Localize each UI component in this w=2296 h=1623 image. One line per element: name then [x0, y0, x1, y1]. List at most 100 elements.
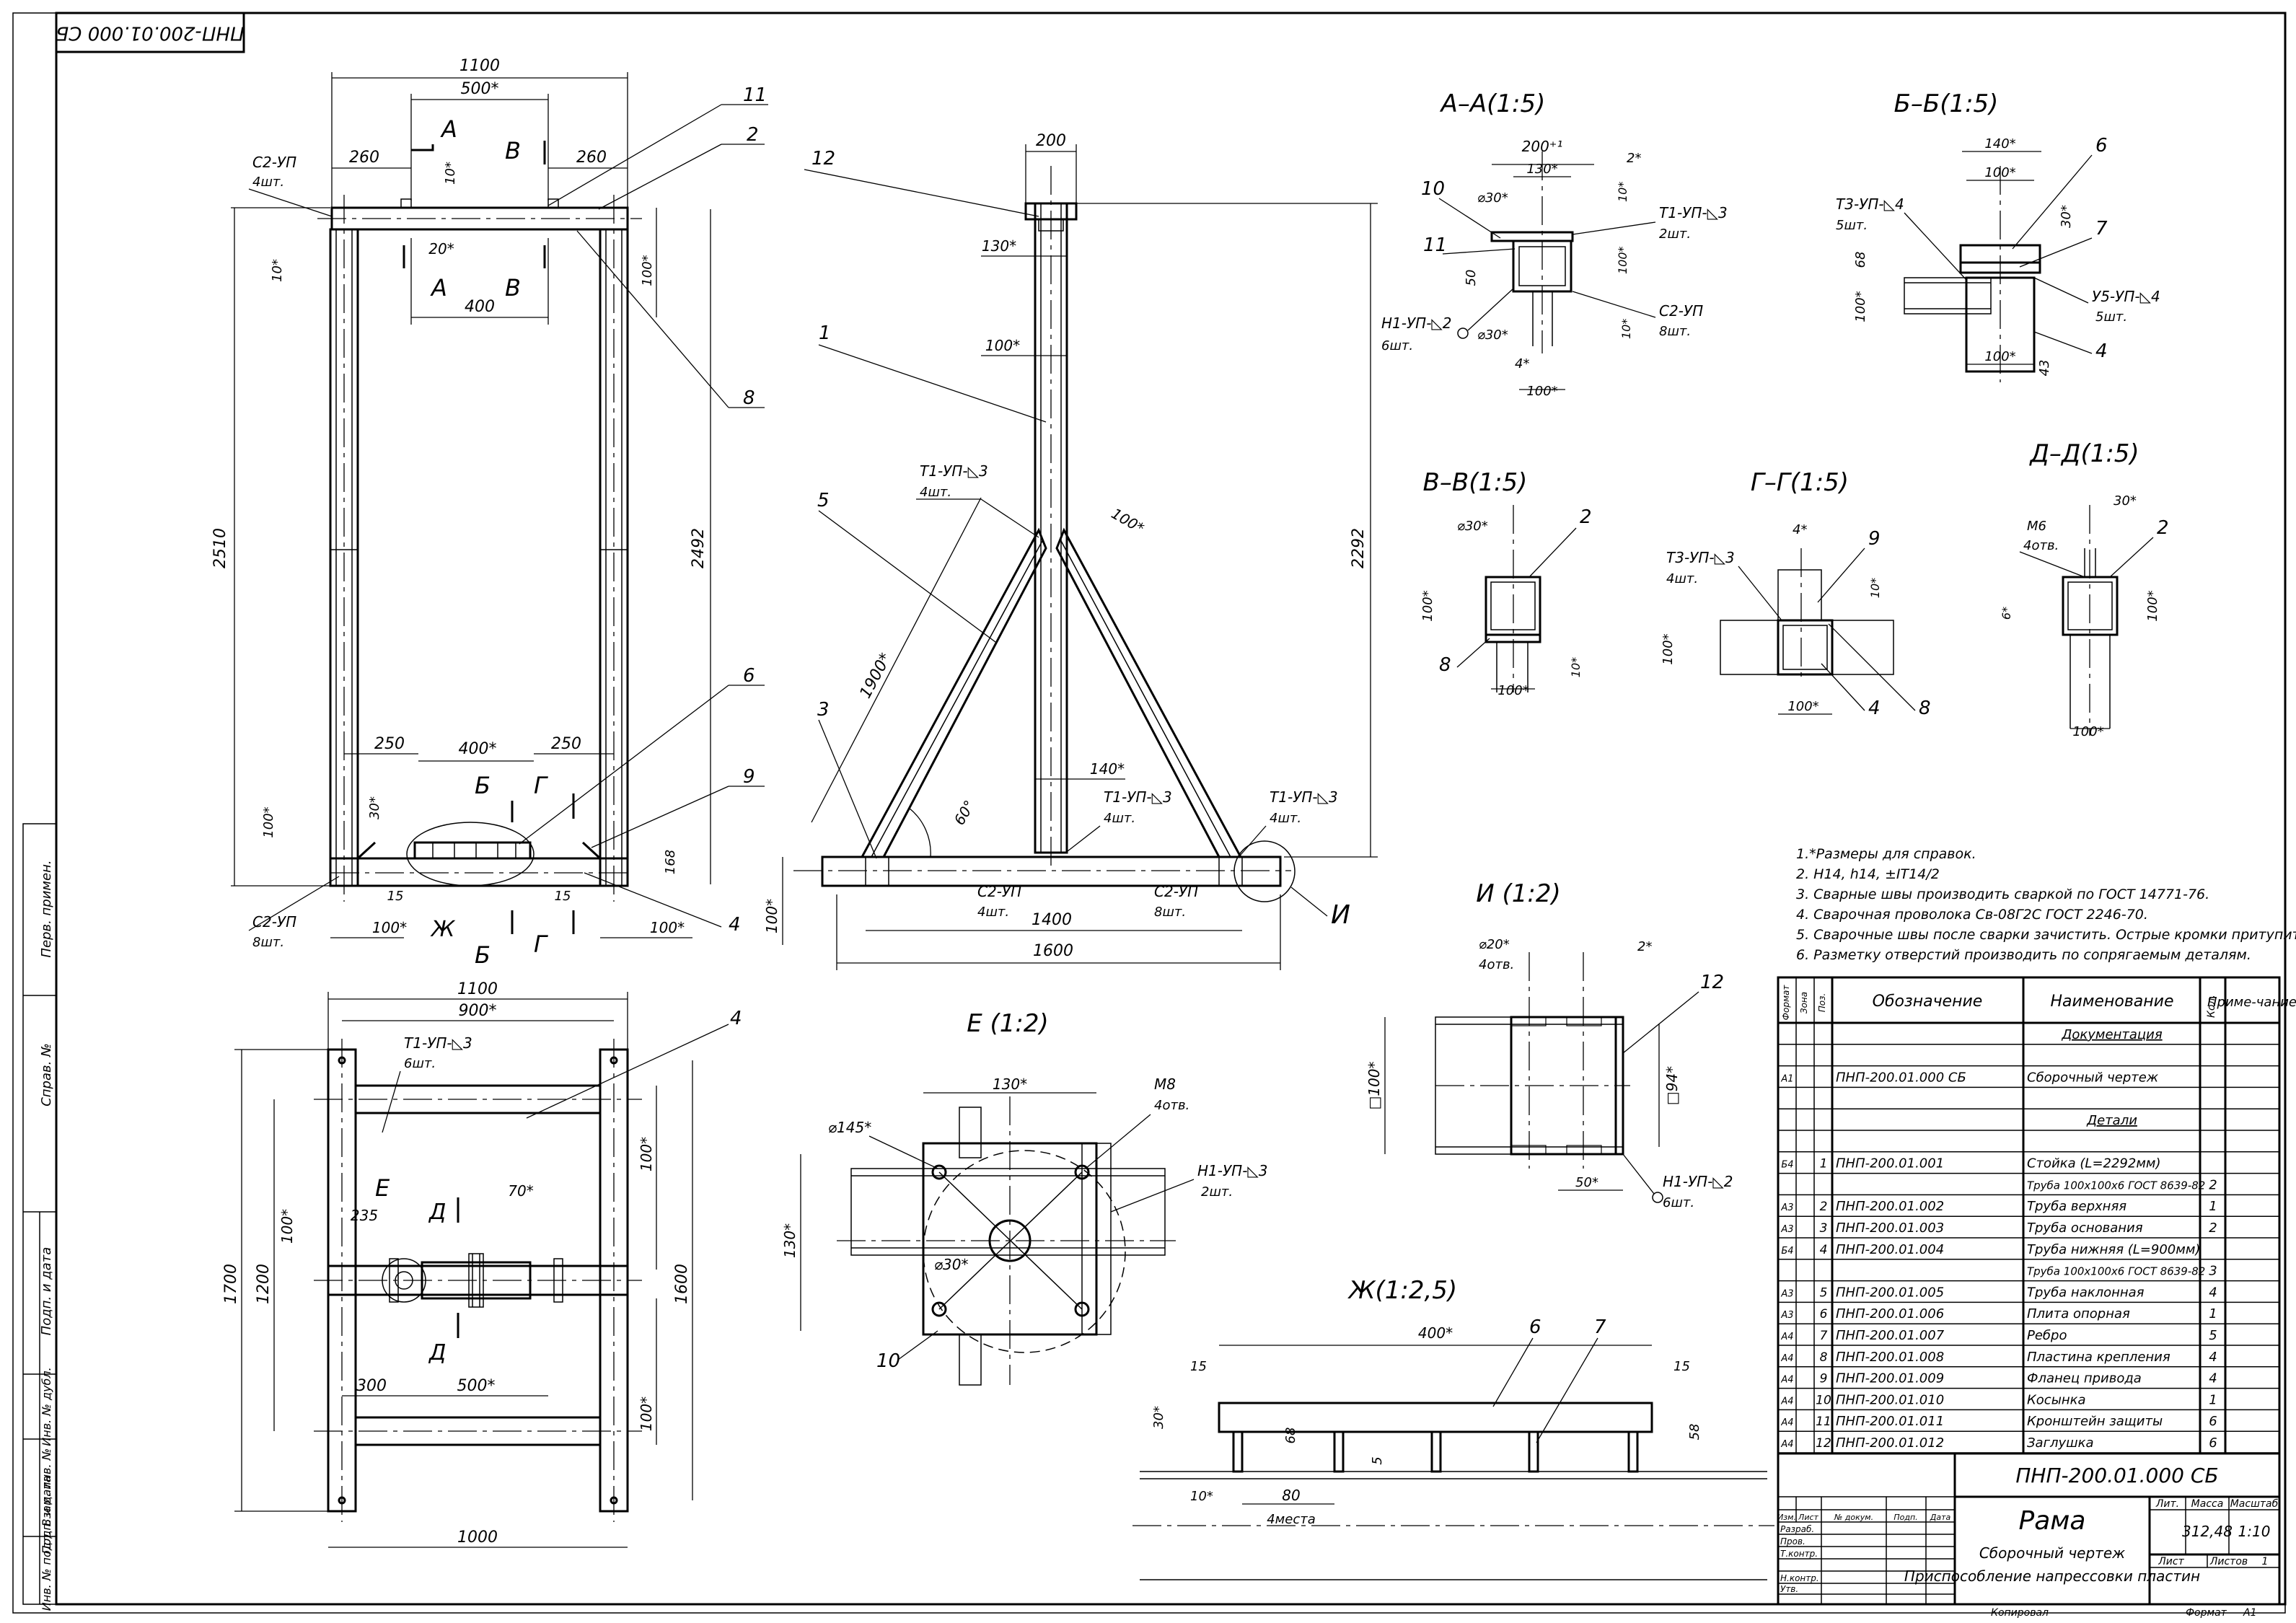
bb-dim-68: 68 [1853, 252, 1868, 268]
spec-cell-d: ПНП-200.01.000 СБ [1836, 1070, 1966, 1085]
i-dim-94: □94* [1663, 1066, 1681, 1105]
zh-dim-5: 5 [1370, 1456, 1385, 1464]
plan-dim-500: 500* [457, 1377, 496, 1395]
bb-dim-100b: 100* [1984, 349, 2015, 364]
side-view: 200 130* 100* 100* 1900* 60° 140* 2292 1… [763, 132, 1378, 970]
zh-dim-80: 80 [1282, 1487, 1300, 1504]
aa-dim-200: 200⁺¹ [1522, 138, 1563, 155]
side-dim-130: 130* [982, 237, 1016, 255]
front-callout-6: 6 [743, 665, 755, 687]
spec-cell-q: 1 [2209, 1306, 2217, 1321]
side-dim-2292: 2292 [1350, 528, 1368, 568]
side-weld-5q: 8шт. [1154, 905, 1186, 920]
spec-cell-n: Труба наклонная [2027, 1285, 2145, 1300]
spec-cell-f: А3 [1780, 1310, 1793, 1321]
tb-utv: Утв. [1780, 1584, 1798, 1594]
front-dim-500: 500* [461, 80, 499, 98]
side-strip: Перв. примен. Справ. № Подп. и дата Инв.… [22, 823, 57, 1611]
spec-cell-f: Б4 [1781, 1160, 1793, 1171]
plan-callout-E: Е [375, 1174, 390, 1202]
zh-dim-30: 30* [1151, 1406, 1166, 1429]
spec-cell-q: 4 [2209, 1285, 2217, 1300]
rotated-stamp-box [55, 12, 245, 53]
plan-dim-900: 900* [459, 1002, 497, 1020]
i-dim-100: □100* [1365, 1061, 1383, 1109]
side-dim-140: 140* [1090, 760, 1125, 778]
front-dim-15a: 15 [387, 889, 404, 904]
spec-cell-q: 2 [2209, 1220, 2217, 1236]
gg-dim-100: 100* [1661, 633, 1676, 664]
bb-dim-100: 100* [1984, 165, 2015, 180]
spec-cell-q: 3 [2209, 1264, 2217, 1279]
front-dim-2492: 2492 [690, 528, 708, 568]
side-dim-60: 60° [951, 797, 979, 828]
spec-cell-d: ПНП-200.01.001 [1836, 1156, 1944, 1171]
strip-label-1: Справ. № [39, 1043, 54, 1107]
tb-format: Формат [2186, 1607, 2227, 1619]
aa-weld-3q: 6шт. [1381, 338, 1413, 353]
spec-cell-p: 4 [1820, 1243, 1828, 1257]
section-aa: А–А(1:5) 200⁺¹ 130* 2* ⌀30* 10* 50 ⌀30* … [1381, 89, 1728, 399]
strip-label-3: Инв. № дубл. [40, 1367, 53, 1446]
spec-h-pos: Поз. [1817, 993, 1827, 1013]
spec-cell-p: 5 [1820, 1285, 1828, 1300]
spec-h-format: Формат [1781, 985, 1791, 1021]
bb-weld-1q: 5шт. [1836, 218, 1868, 233]
spec-cell-f: А3 [1780, 1202, 1793, 1213]
detail-e-title: Е (1:2) [967, 1009, 1049, 1038]
tb-nkontr: Н.контр. [1780, 1573, 1819, 1583]
spec-cell-f: А4 [1780, 1396, 1793, 1407]
side-dim-100-diag: 100* [1109, 504, 1148, 537]
side-callout-I: И [1331, 900, 1350, 930]
i-callout-12: 12 [1700, 972, 1724, 993]
front-weld-top: С2-УП [252, 154, 296, 171]
mark-v1: В [505, 137, 521, 164]
spec-cell-n: Труба нижняя (L=900мм) [2027, 1242, 2200, 1257]
front-dim-10s-left: 10* [270, 259, 285, 282]
aa-weld-1q: 2шт. [1659, 226, 1691, 242]
detail-i-title: И (1:2) [1476, 879, 1561, 908]
spec-cell-f: Б4 [1781, 1246, 1793, 1257]
tb-list: Лист [1798, 1513, 1818, 1522]
tb-scale: 1:10 [2238, 1523, 2271, 1540]
section-vv: В–В(1:5) ⌀30* 100* 100* 10* 2 8 [1420, 468, 1592, 698]
zh-dim-80q: 4места [1267, 1512, 1316, 1527]
bb-callout-4: 4 [2095, 340, 2108, 362]
strip-label-4: Взам. инв. № [40, 1448, 53, 1527]
vv-dim-100b: 100* [1497, 683, 1529, 698]
spec-cell-n: Труба 100х100х6 ГОСТ 8639-82 [2027, 1179, 2205, 1192]
aa-weld-1: Т1-УП-◺3 [1659, 204, 1728, 221]
general-notes: 1.*Размеры для справок. 2. H14, h14, ±IT… [1796, 846, 2296, 963]
front-dim-10s: 10* [443, 162, 458, 185]
side-weld-4: С2-УП [977, 883, 1021, 900]
plan-mark-d1: Д [428, 1200, 446, 1225]
front-dim-168: 168 [663, 850, 678, 874]
spec-cell-q: 6 [2209, 1435, 2217, 1451]
mark-a1: А [440, 115, 457, 143]
spec-cell-d: ПНП-200.01.002 [1836, 1199, 1944, 1214]
aa-dim-4: 4* [1515, 356, 1529, 371]
aa-callout-11: 11 [1423, 234, 1447, 256]
dd-dim-100: 100* [2145, 590, 2160, 621]
side-weld-4q: 4шт. [977, 905, 1009, 920]
mark-a2: А [430, 274, 447, 302]
side-callout-5: 5 [817, 490, 830, 511]
front-dim-15b: 15 [555, 889, 571, 904]
plan-dim-1000: 1000 [457, 1529, 498, 1547]
plan-view: 1100 900* 100* 70* 235 100* 1200 1700 16… [222, 980, 742, 1548]
spec-cell-p: 10 [1816, 1393, 1831, 1407]
tb-mass-h: Масса [2191, 1498, 2224, 1510]
plan-mark-d2: Д [428, 1340, 446, 1365]
zh-dim-15a: 15 [1190, 1359, 1207, 1374]
spec-cell-n: Труба основания [2027, 1220, 2143, 1236]
spec-cell-n: Плита опорная [2027, 1306, 2130, 1321]
front-weld-bot: С2-УП [252, 913, 296, 931]
side-dim-100: 100* [985, 337, 1020, 354]
note-2: 2. H14, h14, ±IT14/2 [1796, 866, 1940, 882]
spec-h-note: Приме-чание [2207, 995, 2296, 1010]
plan-dim-1700: 1700 [222, 1264, 240, 1304]
aa-dim-2: 2* [1627, 151, 1641, 166]
i-weld-1: Н1-УП-◺2 [1663, 1173, 1733, 1190]
spec-cell-p: 6 [1820, 1307, 1828, 1321]
spec-h-qty: Кол. [2206, 995, 2217, 1018]
